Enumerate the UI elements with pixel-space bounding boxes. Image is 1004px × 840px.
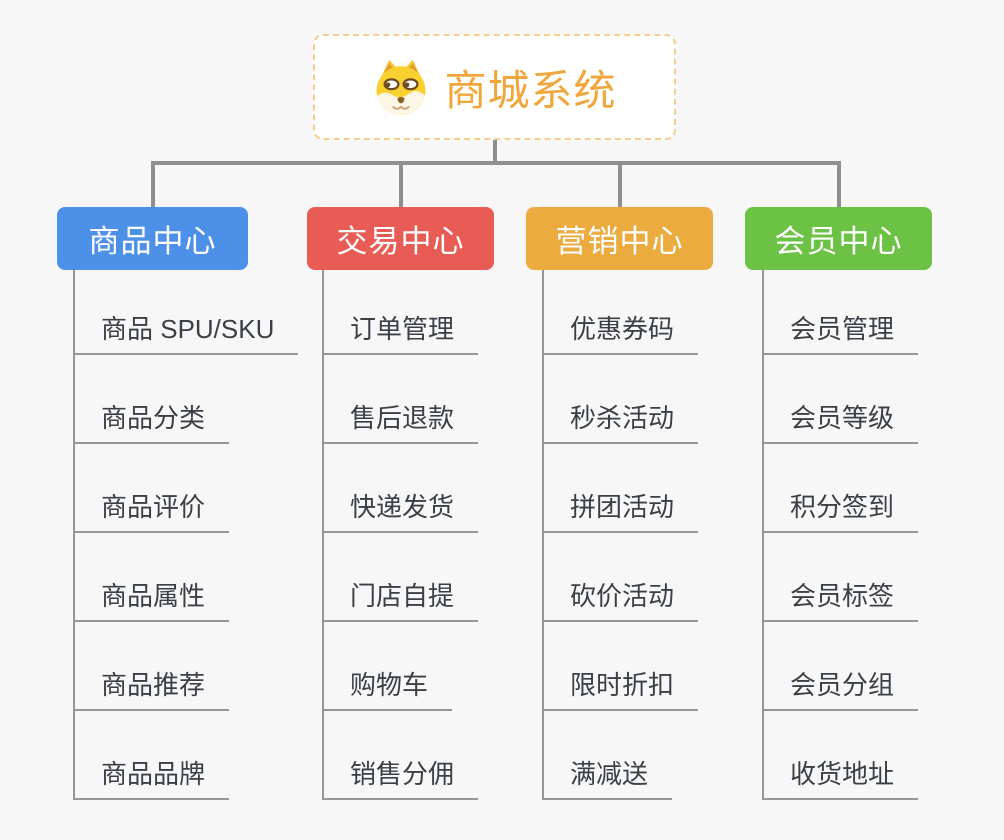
connector-line — [151, 161, 841, 165]
leaf-node[interactable]: 购物车 — [322, 668, 453, 711]
leaf-node[interactable]: 积分签到 — [762, 490, 919, 533]
connector-line — [73, 270, 75, 800]
leaf-node[interactable]: 销售分佣 — [322, 757, 479, 800]
branch-node-2[interactable]: 交易中心 — [307, 207, 494, 270]
connector-line — [399, 161, 403, 209]
branch-label: 会员中心 — [774, 224, 903, 259]
leaf-node[interactable]: 商品品牌 — [73, 757, 230, 800]
branch-label: 商品中心 — [88, 224, 217, 259]
leaf-node[interactable]: 会员管理 — [762, 312, 919, 355]
branch-node-1[interactable]: 商品中心 — [57, 207, 248, 270]
leaf-node[interactable]: 拼团活动 — [542, 490, 699, 533]
leaf-node[interactable]: 限时折扣 — [542, 668, 699, 711]
leaf-node[interactable]: 商品 SPU/SKU — [73, 312, 299, 355]
leaf-node[interactable]: 快递发货 — [322, 490, 479, 533]
connector-line — [151, 161, 155, 209]
root-node[interactable]: 商城系统 — [313, 34, 676, 140]
leaf-node[interactable]: 订单管理 — [322, 312, 479, 355]
leaf-node[interactable]: 会员标签 — [762, 579, 919, 622]
leaf-node[interactable]: 优惠券码 — [542, 312, 699, 355]
leaf-node[interactable]: 秒杀活动 — [542, 401, 699, 444]
leaf-node[interactable]: 满减送 — [542, 757, 673, 800]
doge-icon — [372, 58, 430, 116]
branch-node-3[interactable]: 营销中心 — [526, 207, 713, 270]
branch-node-4[interactable]: 会员中心 — [745, 207, 932, 270]
leaf-node[interactable]: 门店自提 — [322, 579, 479, 622]
leaf-node[interactable]: 砍价活动 — [542, 579, 699, 622]
leaf-node[interactable]: 商品分类 — [73, 401, 230, 444]
leaf-node[interactable]: 收货地址 — [762, 757, 919, 800]
connector-line — [542, 270, 544, 800]
connector-line — [618, 161, 622, 209]
root-title: 商城系统 — [444, 66, 617, 114]
leaf-node[interactable]: 商品推荐 — [73, 668, 230, 711]
leaf-node[interactable]: 售后退款 — [322, 401, 479, 444]
leaf-node[interactable]: 会员分组 — [762, 668, 919, 711]
branch-label: 营销中心 — [555, 224, 684, 259]
connector-line — [762, 270, 764, 800]
leaf-node[interactable]: 会员等级 — [762, 401, 919, 444]
connector-line — [322, 270, 324, 800]
branch-label: 交易中心 — [336, 224, 465, 259]
connector-line — [837, 161, 841, 209]
leaf-node[interactable]: 商品属性 — [73, 579, 230, 622]
connector-line — [493, 140, 497, 165]
leaf-node[interactable]: 商品评价 — [73, 490, 230, 533]
